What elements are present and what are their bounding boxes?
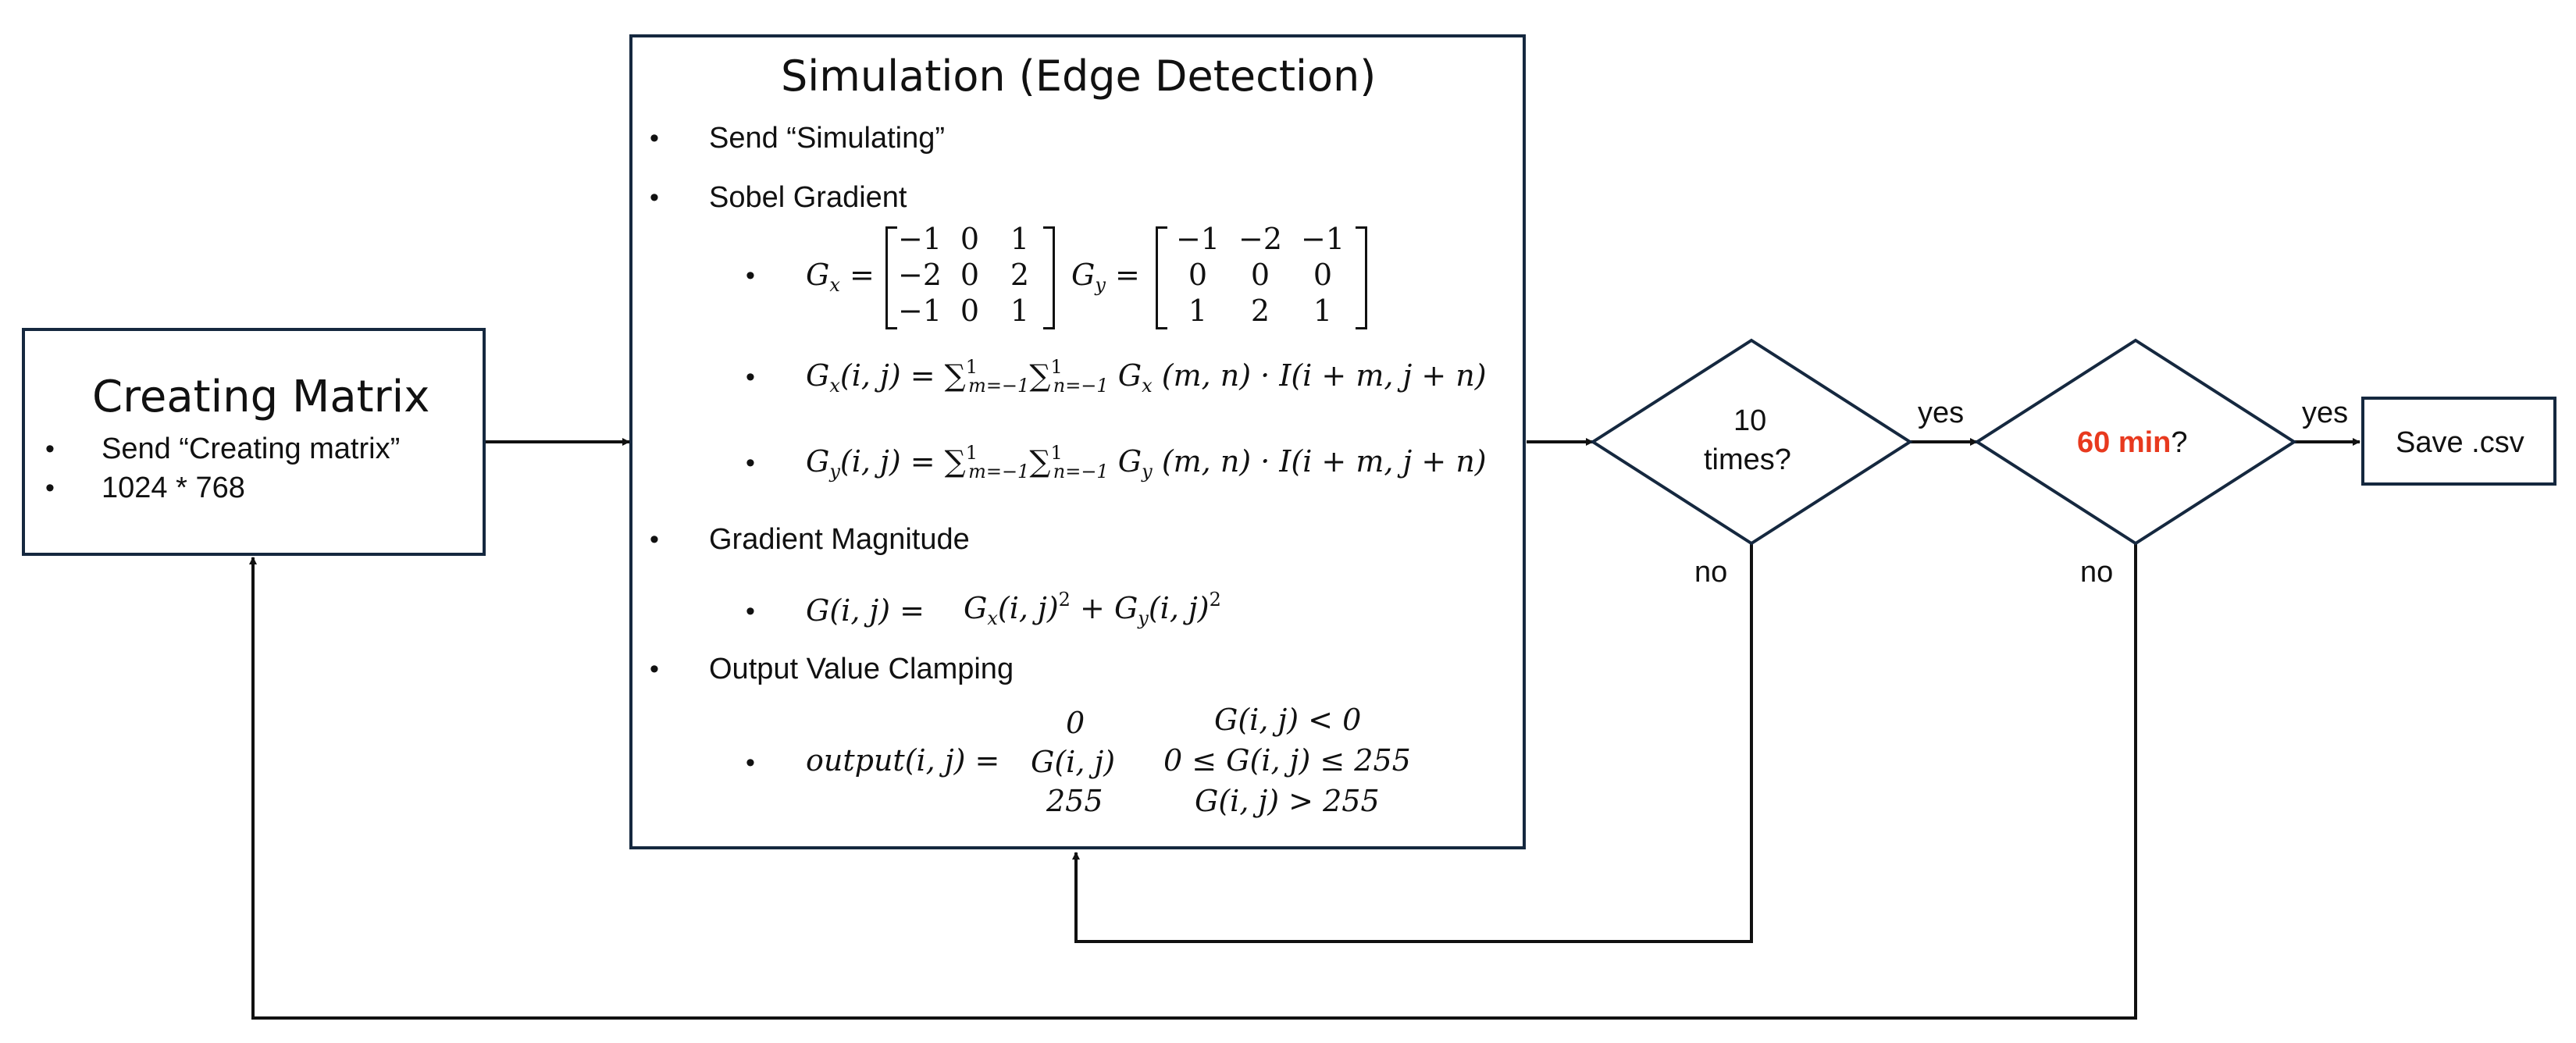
gx-bracket-right <box>1043 226 1055 329</box>
gy-cell-1-1: 0 <box>1250 258 1270 292</box>
gy-formula-tail: (m, n) · I(i + m, j + n) <box>1161 444 1487 479</box>
clamp-value-2: G(i, j) <box>1031 745 1116 779</box>
clamp-condition-1: G(i, j) < 0 <box>1214 703 1362 737</box>
bullet-icon: • <box>650 654 659 684</box>
gx-bracket-left <box>885 226 897 329</box>
gx-cell-1-0: −2 <box>897 258 942 292</box>
gy-cell-2-1: 2 <box>1250 294 1270 328</box>
magnitude-radicand: Gx(i, j)2 + Gy(i, j)2 <box>964 589 1221 629</box>
bullet-icon: • <box>45 473 55 503</box>
simulation-box <box>629 34 1526 849</box>
clamp-lhs: output(i, j) = <box>806 743 1000 778</box>
gy-cell-1-2: 0 <box>1313 258 1333 292</box>
sim-item-magnitude: Gradient Magnitude <box>709 523 970 556</box>
gy-convolution: Gy(i, j) = ∑1m=−1∑1n=−1 Gy (m, n) · I(i … <box>806 442 1487 482</box>
bullet-icon: • <box>746 261 755 290</box>
gx-cell-2-2: 1 <box>1010 294 1030 328</box>
decision-time-text: 60 min? <box>2077 426 2188 460</box>
bullet-icon: • <box>746 448 755 478</box>
decision-times-line-1: 10 <box>1733 404 1767 437</box>
gy-formula-head: (i, j) = ∑ <box>839 444 966 479</box>
decision-time-no-label: no <box>2080 556 2114 589</box>
bullet-icon: • <box>650 525 659 554</box>
gx-cell-2-0: −1 <box>897 294 942 328</box>
bullet-icon: • <box>746 362 755 392</box>
gx-cell-0-0: −1 <box>897 222 942 256</box>
gy-bracket-right <box>1356 226 1367 329</box>
clamp-value-1: 0 <box>1066 706 1085 740</box>
gy-bracket-left <box>1156 226 1167 329</box>
save-csv-label: Save .csv <box>2396 426 2524 459</box>
gy-cell-2-0: 1 <box>1188 294 1208 328</box>
bullet-icon: • <box>746 596 755 626</box>
gx-cell-0-2: 1 <box>1010 222 1030 256</box>
decision-time-yes-label: yes <box>2302 397 2349 429</box>
clamp-value-3: 255 <box>1046 784 1103 818</box>
gy-cell-1-0: 0 <box>1188 258 1208 292</box>
gx-cell-1-1: 0 <box>960 258 980 292</box>
gx-cell-2-1: 0 <box>960 294 980 328</box>
creating-matrix-box <box>22 328 486 556</box>
decision-time-highlight: 60 min <box>2077 426 2172 459</box>
creating-matrix-bullet-2: 1024 * 768 <box>102 472 245 504</box>
gx-convolution: Gx(i, j) = ∑1m=−1∑1n=−1 Gx (m, n) · I(i … <box>806 356 1487 397</box>
decision-time-suffix: ? <box>2171 426 2188 459</box>
bullet-icon: • <box>650 123 659 153</box>
save-csv-box <box>2361 397 2556 486</box>
clamp-condition-2: 0 ≤ G(i, j) ≤ 255 <box>1163 743 1411 778</box>
clamp-condition-3: G(i, j) > 255 <box>1195 784 1380 818</box>
gy-cell-0-0: −1 <box>1175 222 1220 256</box>
gx-formula-head: (i, j) = ∑ <box>839 358 966 393</box>
gx-formula-tail: (m, n) · I(i + m, j + n) <box>1161 358 1487 393</box>
gy-cell-2-2: 1 <box>1313 294 1333 328</box>
gx-cell-0-1: 0 <box>960 222 980 256</box>
loop-no-to-creating-matrix <box>249 543 2137 1020</box>
bullet-icon: • <box>650 183 659 212</box>
decision-times-line-2: times? <box>1704 443 1791 476</box>
gy-cell-0-1: −2 <box>1238 222 1283 256</box>
decision-times-shape <box>1590 338 1913 546</box>
decision-time-shape <box>1974 338 2297 546</box>
loop-no-to-simulation <box>1072 543 1753 943</box>
gy-cell-0-2: −1 <box>1300 222 1345 256</box>
gx-cell-1-2: 2 <box>1010 258 1030 292</box>
creating-matrix-bullet-1: Send “Creating matrix” <box>102 433 401 465</box>
gy-symbol: Gy = <box>1071 258 1140 296</box>
sim-item-clamping: Output Value Clamping <box>709 653 1014 685</box>
creating-matrix-title: Creating Matrix <box>92 372 430 422</box>
bullet-icon: • <box>746 748 755 778</box>
decision-times-yes-label: yes <box>1918 397 1965 429</box>
bullet-icon: • <box>45 434 55 464</box>
sim-item-send: Send “Simulating” <box>709 122 946 155</box>
magnitude-lhs: G(i, j) = <box>806 593 925 628</box>
gx-symbol: Gx = <box>806 258 875 296</box>
simulation-title: Simulation (Edge Detection) <box>781 52 1377 101</box>
decision-times-no-label: no <box>1694 556 1728 589</box>
sim-item-sobel: Sobel Gradient <box>709 181 907 214</box>
